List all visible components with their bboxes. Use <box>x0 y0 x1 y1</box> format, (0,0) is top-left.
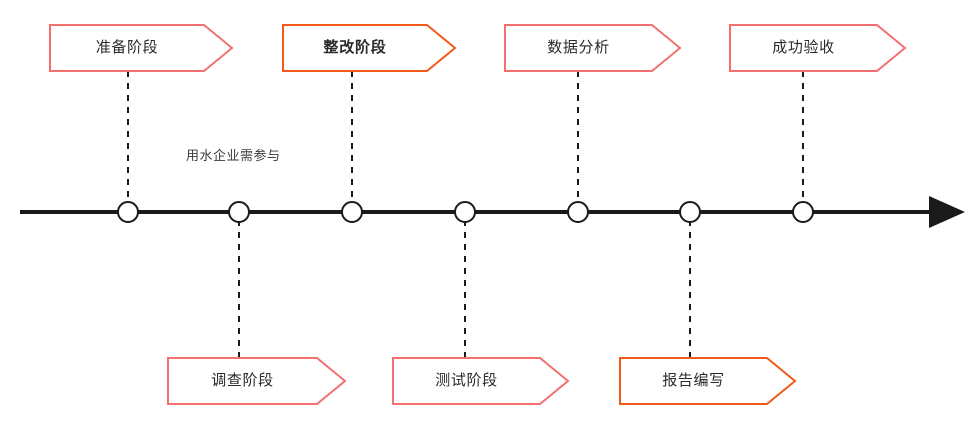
timeline-marker-m7[interactable] <box>792 201 814 223</box>
stage-shape-stage-6[interactable] <box>619 357 797 405</box>
timeline-marker-m3[interactable] <box>341 201 363 223</box>
stage-label-stage-7: 成功验收 <box>772 39 835 56</box>
stage-label-stage-2: 调查阶段 <box>211 372 274 389</box>
stage-label-stage-6: 报告编写 <box>662 372 725 389</box>
timeline-markers-group <box>117 201 814 223</box>
stage-label-stage-3: 整改阶段 <box>323 39 387 56</box>
annotation-annotation-1: 用水企业需参与 <box>186 148 281 163</box>
timeline-marker-m4[interactable] <box>454 201 476 223</box>
stage-shape-stage-1[interactable] <box>49 24 234 72</box>
stage-shapes-group <box>49 24 907 405</box>
stage-label-stage-5: 数据分析 <box>547 39 610 56</box>
timeline-marker-m2[interactable] <box>228 201 250 223</box>
stage-label-stage-4: 测试阶段 <box>435 372 498 389</box>
stage-shape-stage-3[interactable] <box>282 24 457 72</box>
timeline-marker-m1[interactable] <box>117 201 139 223</box>
stage-shape-stage-5[interactable] <box>504 24 682 72</box>
timeline-marker-m5[interactable] <box>567 201 589 223</box>
connector-lines-group <box>127 71 804 358</box>
stage-shape-stage-2[interactable] <box>167 357 347 405</box>
timeline-marker-m6[interactable] <box>679 201 701 223</box>
stage-label-stage-1: 准备阶段 <box>95 39 159 56</box>
stage-shape-stage-7[interactable] <box>729 24 907 72</box>
stage-shape-stage-4[interactable] <box>392 357 570 405</box>
